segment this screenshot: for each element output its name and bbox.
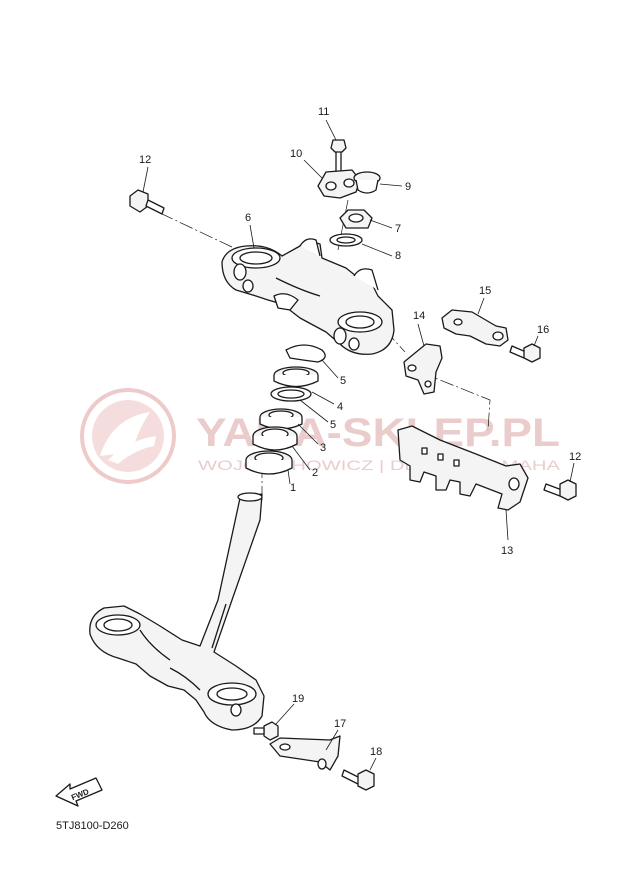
callout-19: 19 xyxy=(292,693,304,705)
part-ring-nut-5 xyxy=(273,366,319,388)
part-upper-bracket-6 xyxy=(221,238,395,355)
part-cable-bracket-13 xyxy=(397,425,529,511)
callout-7: 7 xyxy=(395,223,401,235)
part-bearing-2 xyxy=(252,426,298,451)
forward-arrow-icon: FWD xyxy=(55,777,103,807)
part-bolt-11 xyxy=(330,139,347,173)
callout-5-lower: 5 xyxy=(330,419,336,431)
callout-12-upper: 12 xyxy=(139,154,151,166)
callout-1: 1 xyxy=(290,482,296,494)
part-nut-7 xyxy=(339,209,373,229)
part-bolt-19 xyxy=(253,721,279,741)
callout-4: 4 xyxy=(337,401,343,413)
part-seal-3 xyxy=(259,408,303,430)
callout-16: 16 xyxy=(537,324,549,336)
callout-15: 15 xyxy=(479,285,491,297)
callout-18: 18 xyxy=(370,746,382,758)
part-washer-4 xyxy=(270,386,312,402)
callout-8: 8 xyxy=(395,250,401,262)
callout-11: 11 xyxy=(318,106,329,118)
part-bolt-18 xyxy=(341,769,375,791)
part-bolt-12-upper xyxy=(129,189,165,215)
callout-9: 9 xyxy=(405,181,411,193)
watermark-title: YAMA-SKLEP.PL xyxy=(196,411,560,455)
callout-14: 14 xyxy=(413,310,425,322)
callout-5-upper: 5 xyxy=(340,375,346,387)
callout-3: 3 xyxy=(320,442,326,454)
part-under-bracket xyxy=(89,492,265,731)
watermark-logo xyxy=(80,388,176,484)
callout-17: 17 xyxy=(334,718,346,730)
callout-6: 6 xyxy=(245,212,251,224)
leader-lines xyxy=(142,119,575,771)
part-cap-10 xyxy=(317,169,361,199)
part-ring-5-upper xyxy=(285,344,326,363)
callout-12-right: 12 xyxy=(569,451,581,463)
part-bearing-1 xyxy=(245,450,293,475)
part-stay-17 xyxy=(269,735,341,771)
part-bolt-12-right xyxy=(543,479,577,501)
callout-2: 2 xyxy=(312,467,318,479)
callout-13: 13 xyxy=(501,545,513,557)
part-washer-8 xyxy=(329,233,363,247)
callout-10: 10 xyxy=(290,148,302,160)
diagram-code: 5TJ8100-D260 xyxy=(56,820,129,832)
part-bracket-14 xyxy=(403,343,443,395)
part-holder-15 xyxy=(441,309,509,347)
callout-labels: 1 2 3 4 5 5 6 7 8 9 10 11 12 12 13 14 15… xyxy=(139,106,581,758)
part-collar-9 xyxy=(353,171,381,194)
part-bolt-16 xyxy=(509,343,541,363)
